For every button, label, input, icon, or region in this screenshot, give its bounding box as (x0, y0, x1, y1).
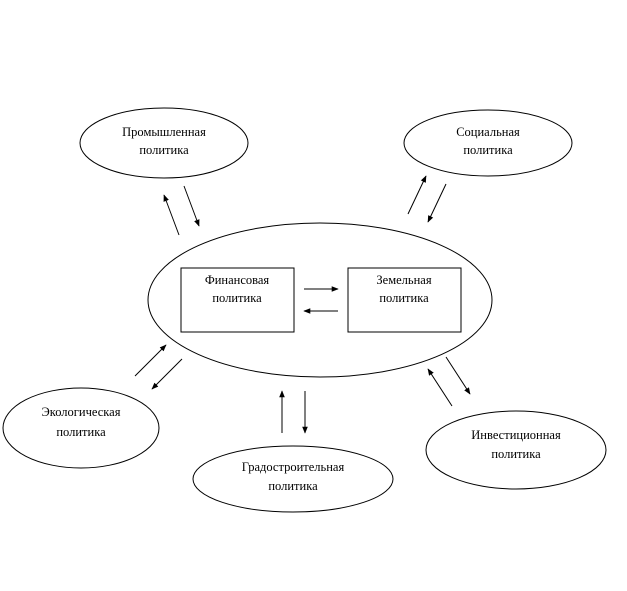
arrow-to-industrial (163, 194, 180, 236)
urban-policy-ellipse (192, 445, 394, 513)
urban-policy-label-2: политика (268, 479, 318, 493)
investment-policy-label-1: Инвестиционная (471, 428, 561, 442)
industrial-policy-label-1: Промышленная (122, 125, 206, 139)
finance-policy-box (180, 267, 295, 333)
industrial-policy-ellipse (79, 107, 249, 179)
social-policy-label-1: Социальная (456, 125, 520, 139)
arrow-to-ecological (151, 358, 183, 390)
ecological-policy-ellipse (2, 387, 160, 469)
ecological-policy-label-2: политика (56, 425, 106, 439)
finance-policy-label-1: Финансовая (205, 273, 270, 287)
ecological-policy-label-1: Экологическая (42, 405, 121, 419)
arrow-to-investment (445, 356, 471, 395)
finance-policy-label-2: политика (212, 291, 262, 305)
land-policy-box (347, 267, 462, 333)
investment-policy-label-2: политика (491, 447, 541, 461)
industrial-policy-label-2: политика (139, 143, 189, 157)
central-ellipse (147, 222, 493, 378)
arrow-to-social (407, 175, 427, 215)
social-policy-ellipse (403, 109, 573, 177)
land-policy-label-2: политика (379, 291, 429, 305)
investment-policy-ellipse (425, 410, 607, 490)
arrow-from-investment (427, 368, 453, 407)
arrow-from-social (427, 183, 447, 223)
land-policy-label-1: Земельная (376, 273, 431, 287)
arrow-from-industrial (183, 185, 200, 227)
social-policy-label-2: политика (463, 143, 513, 157)
urban-policy-label-1: Градостроительная (242, 460, 345, 474)
arrow-from-ecological (134, 344, 167, 377)
